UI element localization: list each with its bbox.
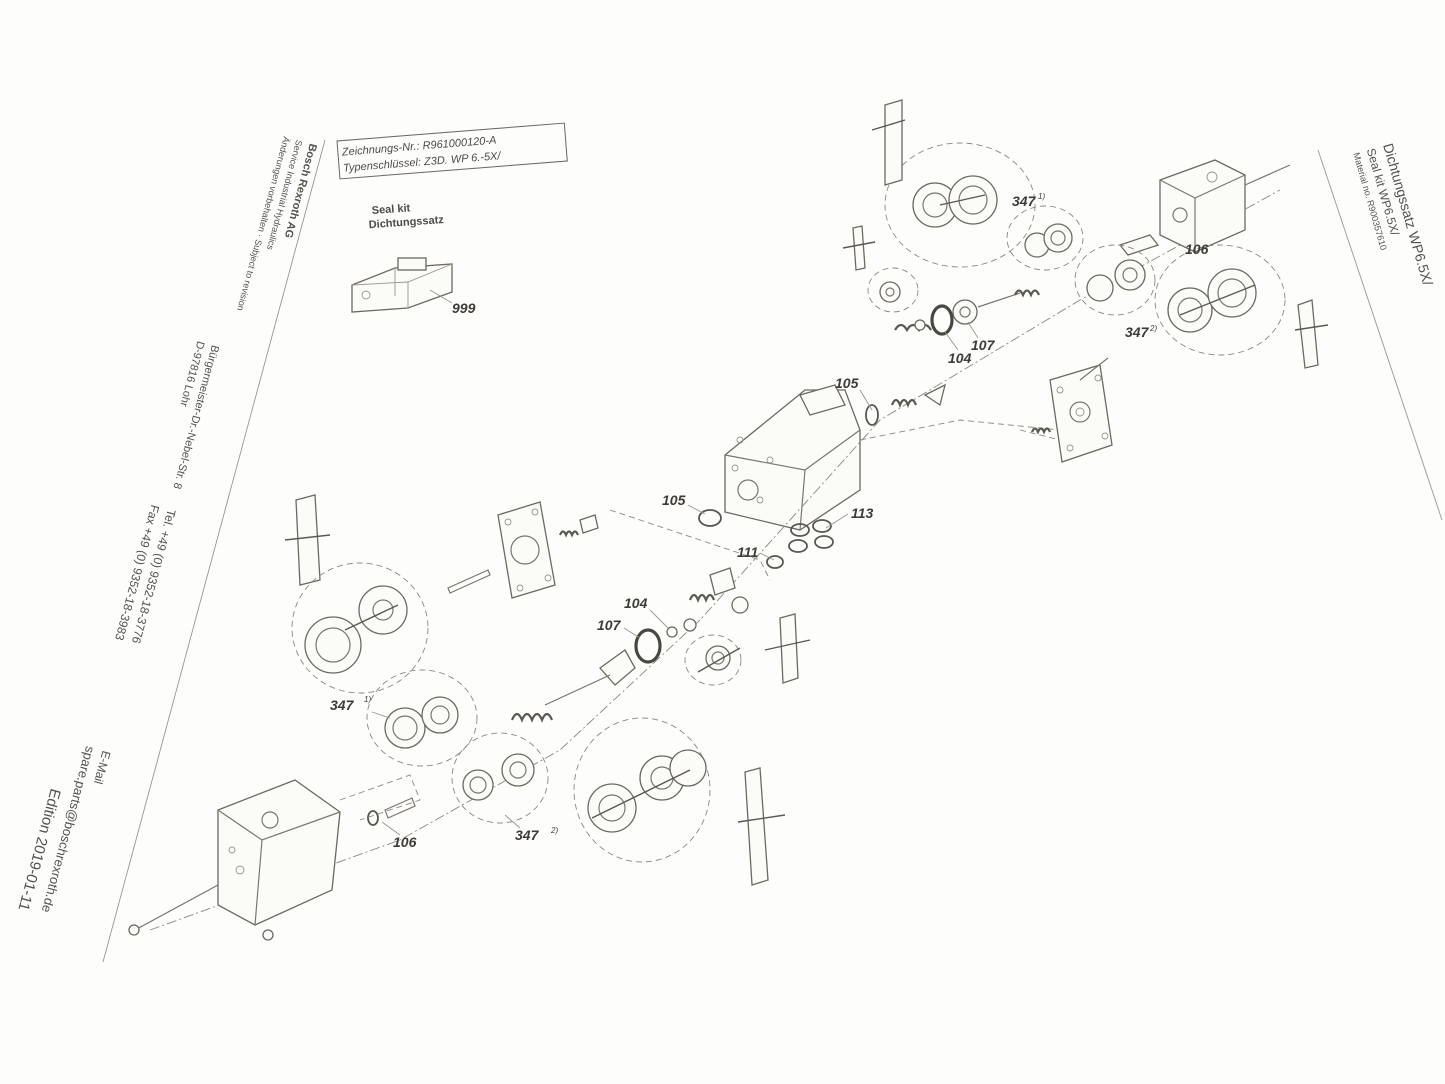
- small-valve-block: [1159, 159, 1246, 253]
- body-seals: [698, 509, 834, 569]
- valve-overview-icon: [351, 257, 453, 313]
- seal-kit-label-de: Dichtungssatz: [368, 214, 444, 231]
- callout-111: 111: [737, 544, 758, 560]
- callout-347-right: 347: [1125, 324, 1150, 340]
- callout-107-lower: 107: [597, 617, 622, 633]
- callout-107-upper: 107: [971, 337, 996, 353]
- end-cover-plate: [1049, 364, 1113, 463]
- drawing-number-box: Zeichnungs-Nr.: R961000120-A Typenschlüs…: [336, 122, 568, 180]
- drawing-box-frame: [336, 122, 568, 180]
- title-divider-line: [1317, 149, 1443, 521]
- callout-347-top: 347: [1012, 193, 1037, 209]
- retaining-plate-4: [779, 613, 799, 684]
- callout-113: 113: [851, 505, 874, 521]
- callout-347-right-sup: 2): [1149, 324, 1157, 333]
- callout-106-upper: 106: [1185, 241, 1209, 257]
- callout-347-bottom: 347: [515, 827, 540, 843]
- left-cover-plate: [497, 501, 556, 599]
- callout-labels: 105 105 113 111 104 107 104 107 347 1) 3…: [330, 192, 1209, 850]
- valve-body: [724, 384, 861, 531]
- seal-kit-label-en: Seal kit: [371, 202, 411, 217]
- callout-105-left: 105: [662, 492, 686, 508]
- callout-347-bottom-sup: 2): [550, 826, 558, 835]
- retaining-plate-1: [884, 99, 903, 186]
- revision-note: Änderungen vorbehalten · Subject to revi…: [235, 135, 292, 312]
- strip-divider-line: [102, 139, 326, 963]
- callout-104-lower: 104: [624, 595, 648, 611]
- callout-347-left-sup: 1): [364, 695, 371, 704]
- title-block: Dichtungssatz WP6.5X/ Seal kit WP6.5X/ M…: [1317, 141, 1443, 521]
- main-axis-line: [149, 189, 1281, 931]
- seal-kit-label: Seal kit Dichtungssatz: [368, 202, 444, 231]
- callout-347-top-sup: 1): [1038, 192, 1045, 201]
- callout-104-upper: 104: [948, 350, 972, 366]
- upper-right-cluster: [842, 99, 1329, 463]
- callout-leaders: [371, 321, 979, 836]
- callout-106-lower: 106: [393, 834, 417, 850]
- bottom-valve-block: [217, 779, 341, 926]
- callout-999: 999: [452, 300, 476, 316]
- callout-347-left: 347: [330, 697, 355, 713]
- retaining-plate-2: [1297, 299, 1319, 369]
- callout-105-top: 105: [835, 375, 859, 391]
- retaining-plate-3: [295, 494, 321, 586]
- lower-left-cluster: [128, 494, 811, 941]
- retaining-plate-5: [744, 767, 769, 886]
